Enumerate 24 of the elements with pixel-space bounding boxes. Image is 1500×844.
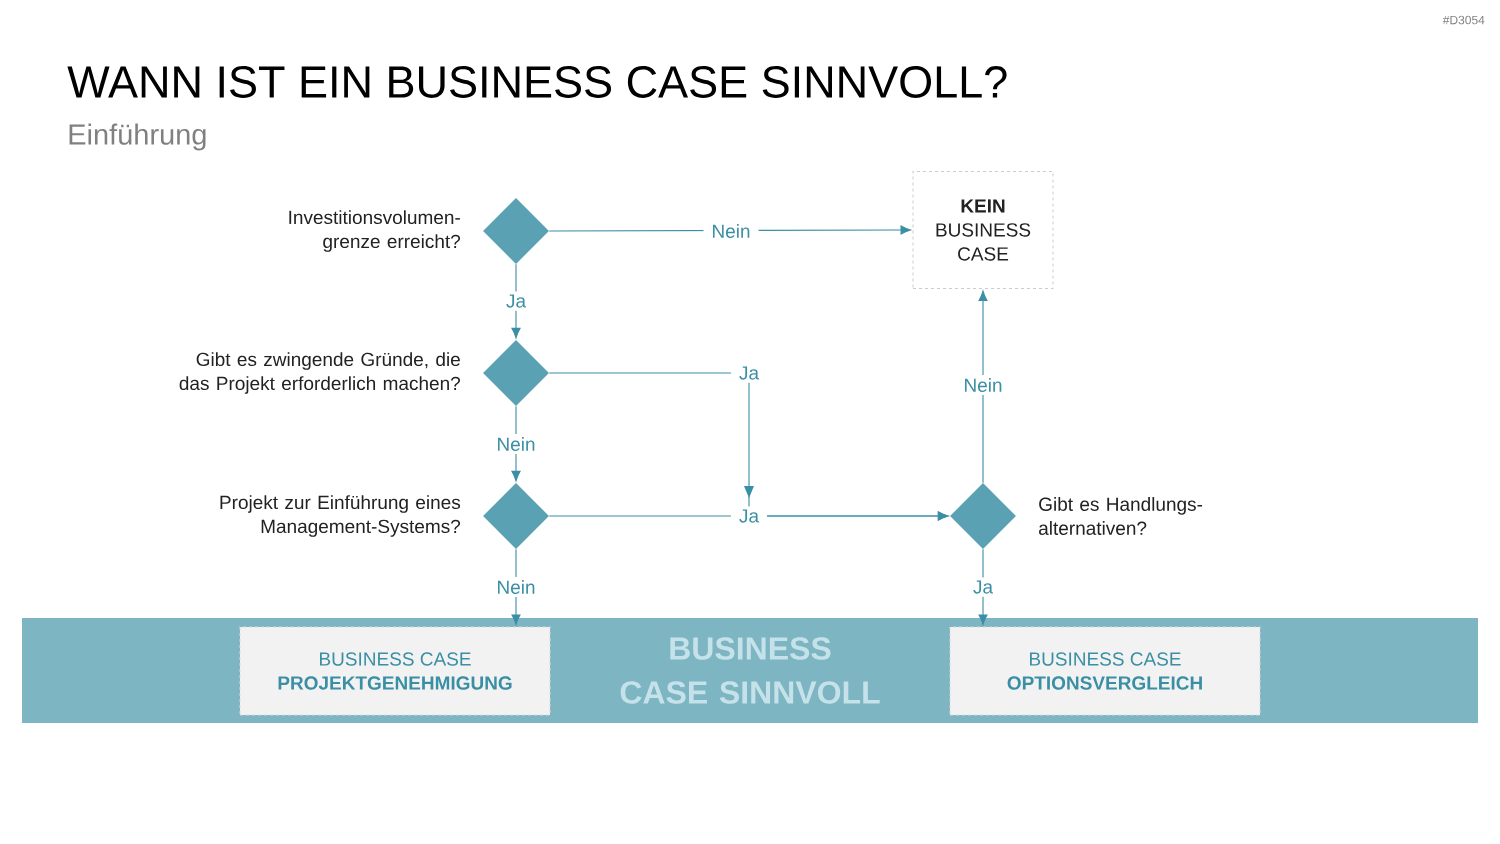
edge-label: Nein	[488, 434, 544, 454]
arrow	[978, 290, 988, 484]
outcome-box: BUSINESS CASE PROJEKTGENEHMIGUNG	[239, 626, 551, 716]
arrow	[548, 511, 949, 521]
edge-label: Ja	[965, 577, 1002, 597]
edge-label: Ja	[731, 506, 768, 526]
result-box: KEIN BUSINESS CASE	[912, 171, 1054, 289]
edge-label: Ja	[497, 291, 535, 311]
question-text: Gibt es zwingende Gründe, die das Projekt erforderlich machen?	[179, 352, 461, 394]
decision-diamond	[483, 483, 549, 549]
question-text: Gibt es Handlungs-alternativen?	[1039, 497, 1203, 535]
decision-diamond	[950, 483, 1016, 549]
code-label: #D3054	[1442, 15, 1485, 25]
edge-label: Nein	[488, 577, 544, 597]
title: WANN IST EIN BUSINESS CASE SINNVOLL?	[67, 66, 1007, 98]
edge-label: Nein	[955, 375, 1011, 395]
subtitle: Einführung	[69, 123, 206, 151]
edge-label: Ja	[731, 363, 768, 383]
question-text: Investitionsvolumen-grenze erreicht?	[289, 210, 461, 252]
outcome-box: BUSINESS CASE OPTIONSVERGLEICH	[949, 626, 1261, 716]
decision-diamond	[483, 340, 549, 406]
decision-diamond	[483, 198, 549, 264]
edge-label: Nein	[703, 221, 759, 241]
question-text: Projekt zur Einführung eines Management-Systems?	[220, 495, 461, 537]
